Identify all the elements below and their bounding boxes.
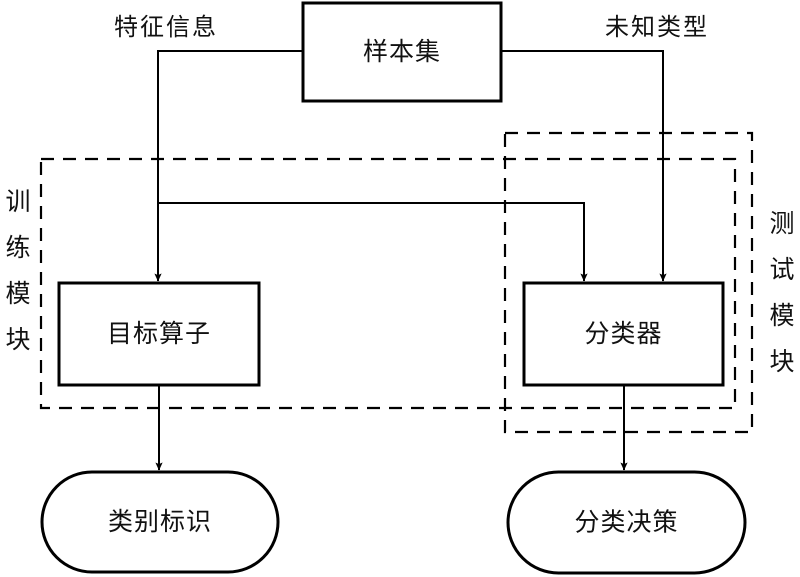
connector-layer [154,50,667,471]
node-classifier[interactable]: 分类器 [522,281,725,387]
sample-set-box[interactable] [301,1,503,103]
target-operator-box[interactable] [57,281,261,387]
testing-module-label-char-0: 测 [769,209,794,238]
class-identifier-label: 类别标识 [108,507,212,536]
classifier-label: 分类器 [584,319,662,348]
node-class-decision[interactable]: 分类决策 [506,470,747,575]
group-training-module: 训 练 模 块 [5,157,737,410]
training-module-label-char-0: 训 [5,187,30,216]
class-identifier-shape[interactable] [40,470,280,574]
connector-sampleset-to-classifier [501,50,667,282]
training-module-label-char-2: 模 [5,279,30,308]
node-class-identifier[interactable]: 类别标识 [40,470,280,574]
training-module-label-char-1: 练 [5,233,30,262]
training-module-label-char-3: 块 [5,325,30,354]
testing-module-label-char-3: 块 [769,347,794,376]
sample-set-label: 样本集 [363,37,441,66]
testing-module-label-char-2: 模 [769,301,794,330]
testing-module-boundary [503,131,754,434]
connector-sampleset-to-target-operator [154,50,303,282]
classifier-box[interactable] [522,281,725,387]
class-decision-label: 分类决策 [574,508,678,537]
node-sample-set[interactable]: 样本集 [301,1,503,103]
connector-target-branch-to-classifier [158,202,588,282]
training-module-boundary [39,157,737,410]
node-target-operator[interactable]: 目标算子 [57,281,261,387]
class-decision-shape[interactable] [506,470,747,575]
group-testing-module: 测 试 模 块 [503,131,795,434]
target-operator-label: 目标算子 [107,319,211,348]
testing-module-label-char-1: 试 [769,255,794,284]
edge-label-feature-info: 特征信息 [114,13,218,41]
edge-label-unknown-type: 未知类型 [605,13,709,41]
